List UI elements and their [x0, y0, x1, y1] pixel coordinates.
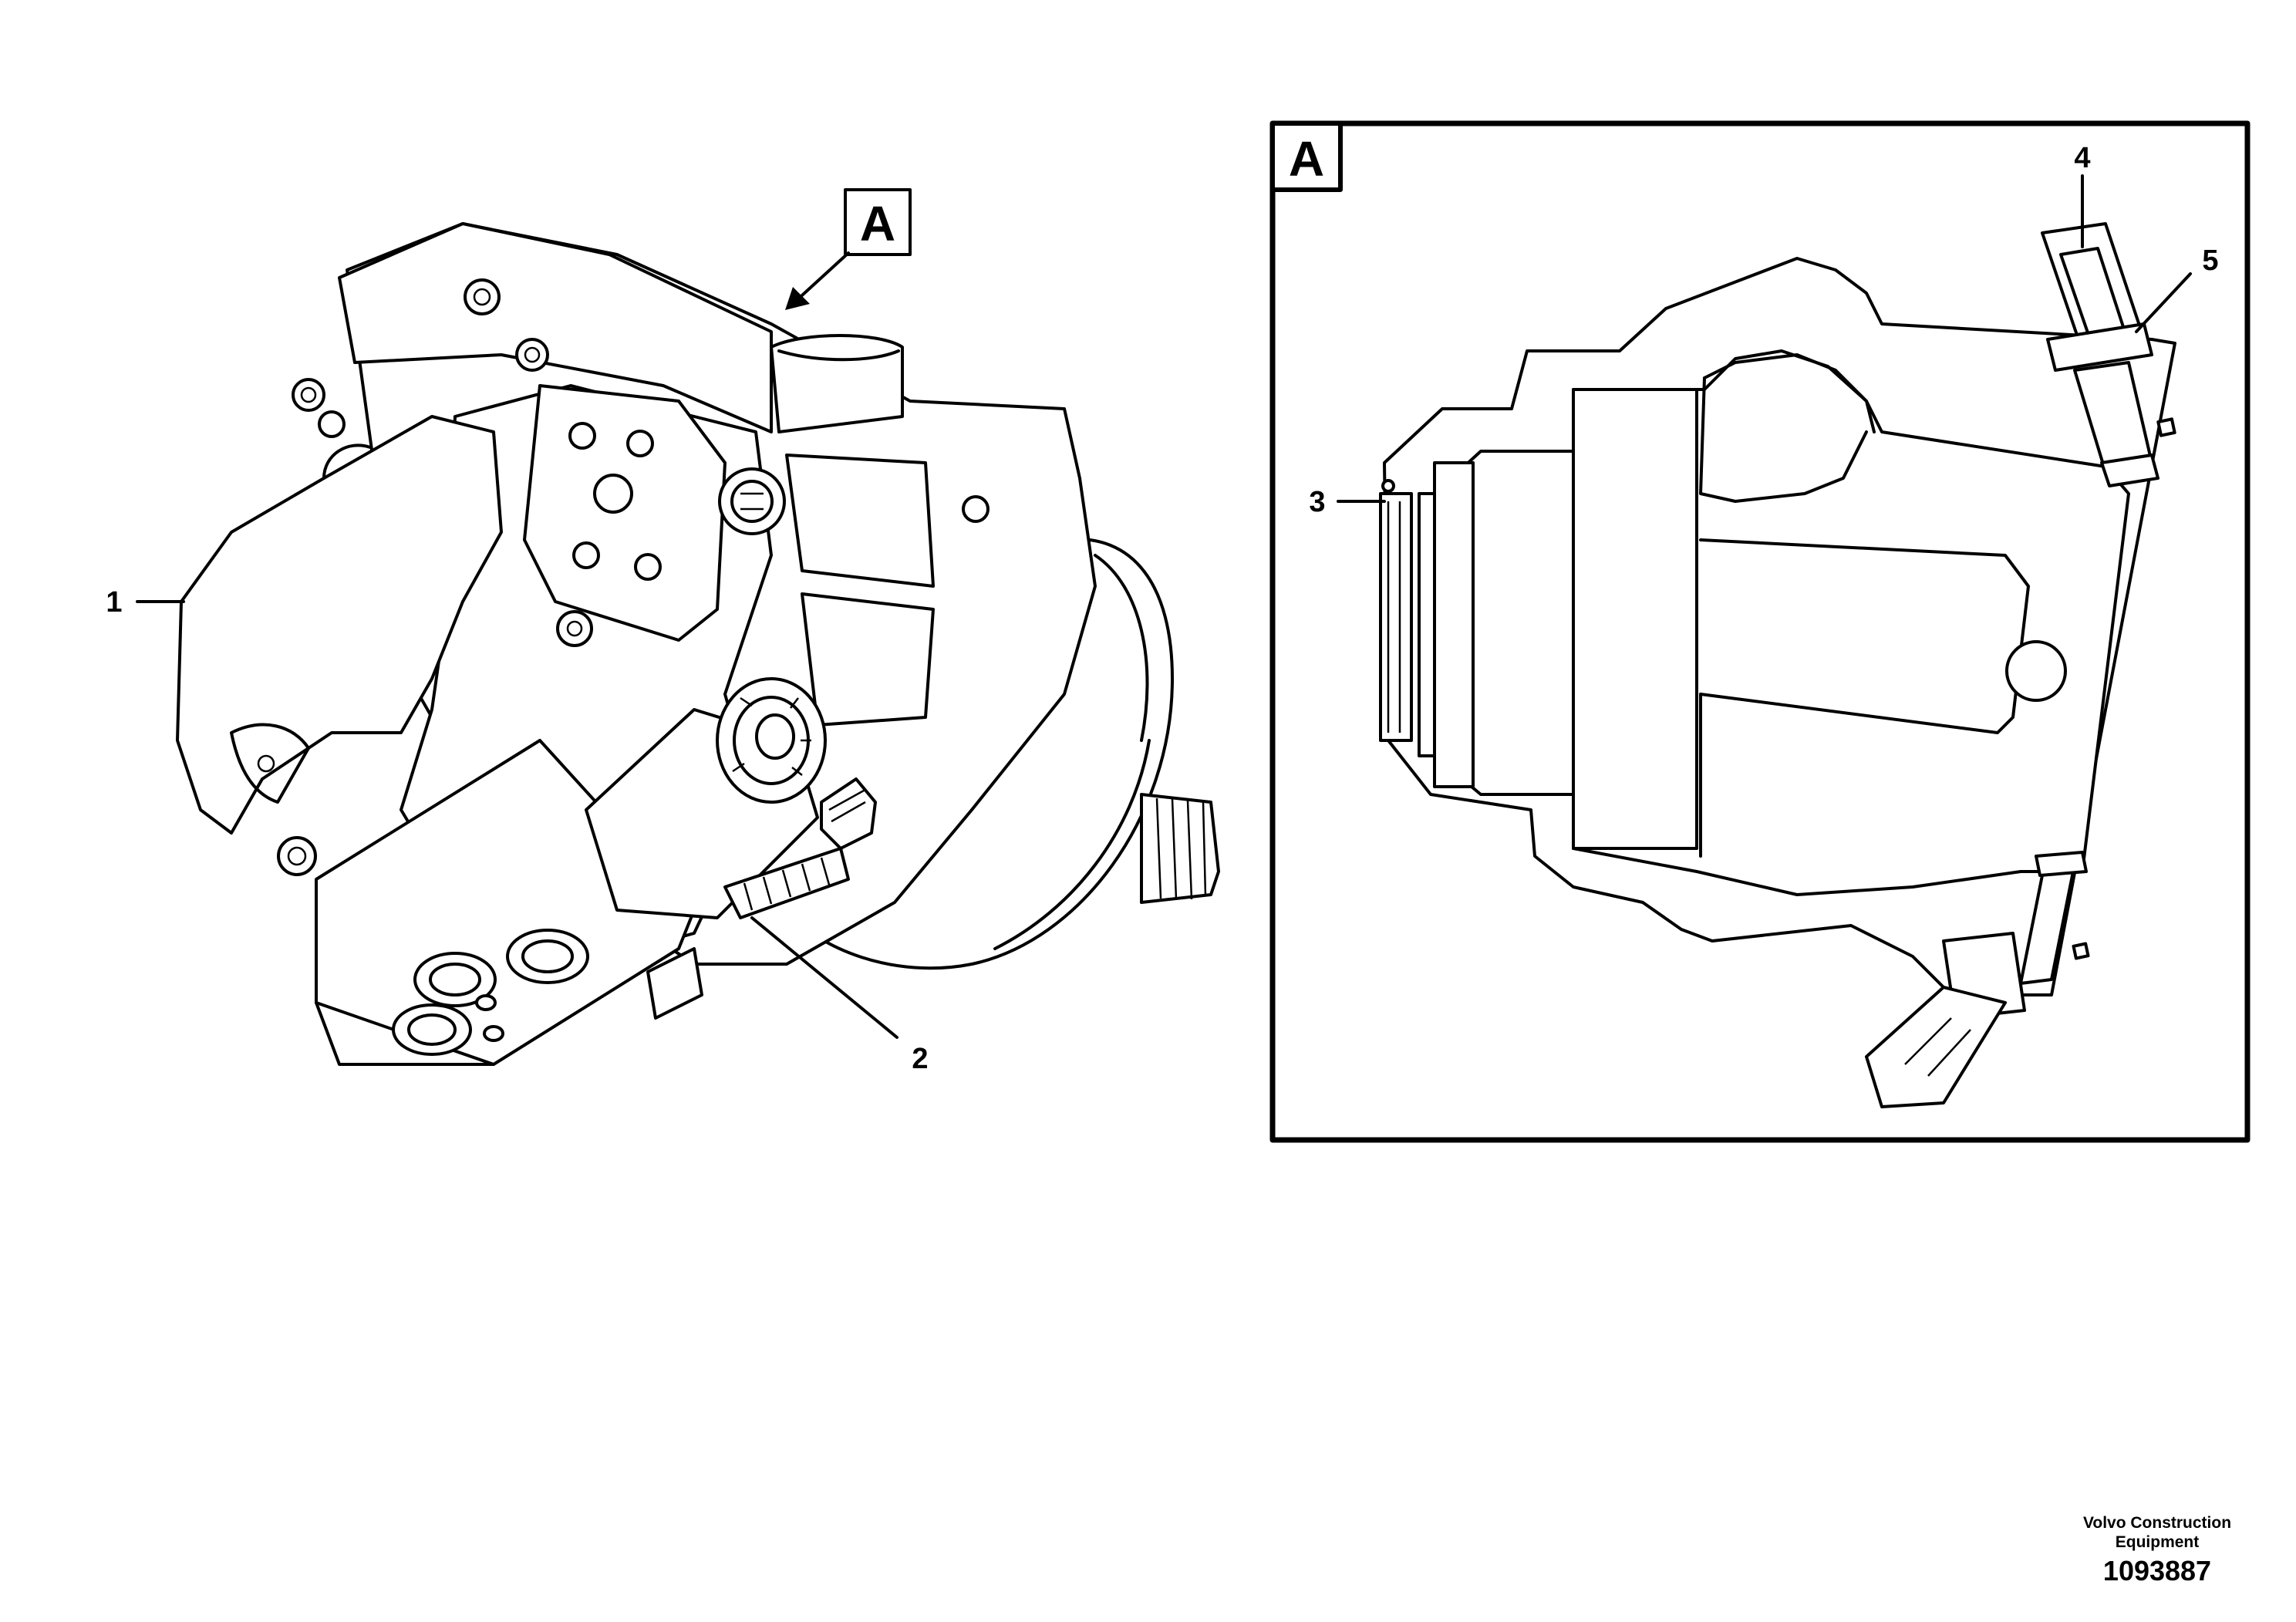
solenoid-valve	[585, 677, 877, 919]
detail-leader-lines	[1337, 174, 2192, 503]
section-housing	[1379, 257, 2176, 996]
document-number: 1093887	[2102, 1555, 2212, 1587]
callout-4: 4	[2074, 142, 2090, 174]
leader-lines	[136, 600, 899, 1039]
detail-a-title: A	[1289, 131, 1324, 187]
view-a-marker: A	[785, 188, 912, 310]
brand-line-2: Equipment	[2115, 1533, 2200, 1551]
publisher-footer: Volvo Construction Equipment 1093887	[2041, 1513, 2273, 1587]
callout-2: 2	[912, 1043, 928, 1075]
callout-3: 3	[1309, 486, 1325, 518]
speed-sensor-upper	[2041, 222, 2176, 487]
speed-sensor-lower	[1865, 851, 2090, 1108]
callout-5: 5	[2202, 244, 2218, 277]
view-a-label: A	[860, 196, 895, 251]
brand-line-1: Volvo Construction	[2082, 1514, 2232, 1532]
callout-1: 1	[106, 586, 122, 619]
detail-a-section-view: A	[1269, 120, 2250, 1143]
regulator-cover	[176, 410, 503, 835]
motor-isometric-view: A 1 2	[106, 188, 1220, 1075]
